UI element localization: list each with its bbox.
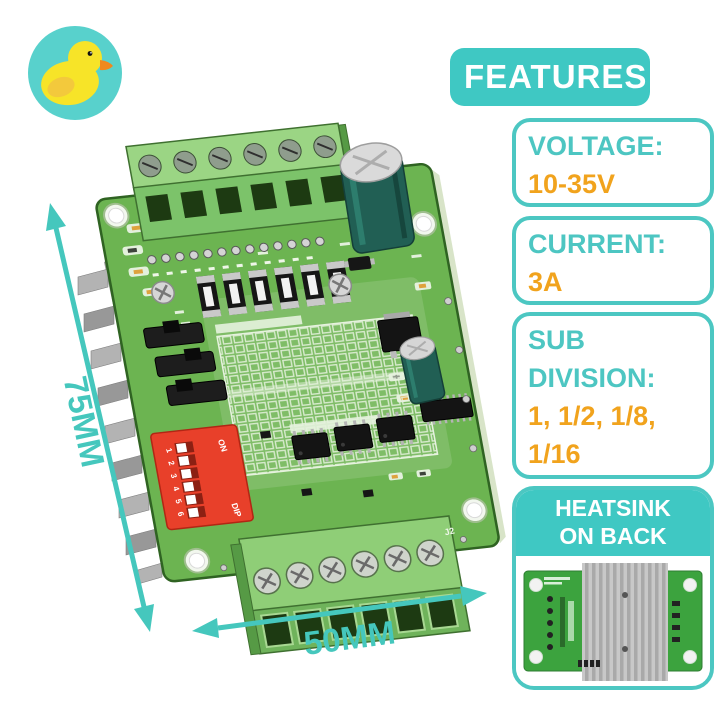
heatsink-card-header: HEATSINK ON BACK (516, 490, 710, 556)
heatsink-header-line1: HEATSINK (555, 495, 671, 521)
current-value: 3A (528, 267, 563, 297)
pcb-board: 1 2 3 4 5 6 ON DIP (95, 122, 506, 656)
smd-diode (344, 255, 376, 271)
dip-label-3: 3 (169, 472, 179, 479)
dip-label-2: 2 (166, 460, 176, 467)
smd-transistor (260, 430, 272, 439)
dip-label-1: 1 (164, 447, 174, 454)
terminal-block-top (125, 122, 363, 242)
voltage-value: 10-35V (528, 169, 616, 199)
heatsink-fin-stripes (585, 563, 666, 681)
smd-transistor (301, 488, 313, 497)
subdivision-label: SUB DIVISION: (528, 325, 656, 393)
dip-dip-label: DIP (229, 502, 244, 518)
pin-header-row (147, 236, 325, 277)
capacitor-small (399, 336, 446, 405)
pcb-side-edge (431, 169, 506, 544)
subdivision-value: 1, 1/2, 1/8, 1/16 (528, 401, 656, 469)
standoff-screws (151, 273, 353, 305)
dip-label-6: 6 (176, 511, 186, 518)
features-header: FEATURES (450, 48, 650, 106)
voltage-label: VOLTAGE: (528, 131, 664, 161)
dip-toggles (174, 441, 207, 519)
smd-transistor (362, 489, 374, 498)
mounting-holes (103, 202, 488, 574)
connector-pads (578, 601, 680, 667)
capacitor-large (339, 142, 415, 254)
terminal-block-bottom (230, 515, 471, 656)
current-label: CURRENT: (528, 229, 666, 259)
slide-switches (143, 319, 228, 406)
store-logo (27, 25, 123, 121)
board-back-photo (523, 563, 703, 681)
arrowhead-down (134, 604, 154, 632)
solder-joints (220, 297, 478, 572)
dip-switch: 1 2 3 4 5 6 ON DIP (150, 424, 254, 531)
heatsink-photo (516, 556, 710, 683)
rubber-duck-icon (28, 26, 122, 120)
arrowhead-left (192, 618, 219, 638)
heatsink-header-line2: ON BACK (559, 523, 667, 549)
arrowhead-right (460, 586, 487, 606)
arrowhead-up (46, 203, 66, 231)
terminal-screws-top (138, 135, 337, 178)
heatsink-card: HEATSINK ON BACK (512, 486, 714, 690)
dip-label-5: 5 (173, 498, 183, 505)
dip-label-4: 4 (171, 485, 181, 492)
terminal-openings-top (145, 174, 348, 222)
feature-card-subdivision: SUB DIVISION: 1, 1/2, 1/8, 1/16 (512, 312, 714, 479)
feature-card-voltage: VOLTAGE: 10-35V (512, 118, 714, 207)
terminal-screws-bottom (253, 539, 445, 595)
silkscreen-j2-label: J2 (443, 526, 456, 538)
solder-pads (547, 596, 574, 650)
feature-card-current: CURRENT: 3A (512, 216, 714, 305)
ic-chips (260, 393, 474, 498)
dip-position-labels: 1 2 3 4 5 6 ON DIP (164, 438, 244, 518)
dip-on-label: ON (216, 438, 230, 453)
